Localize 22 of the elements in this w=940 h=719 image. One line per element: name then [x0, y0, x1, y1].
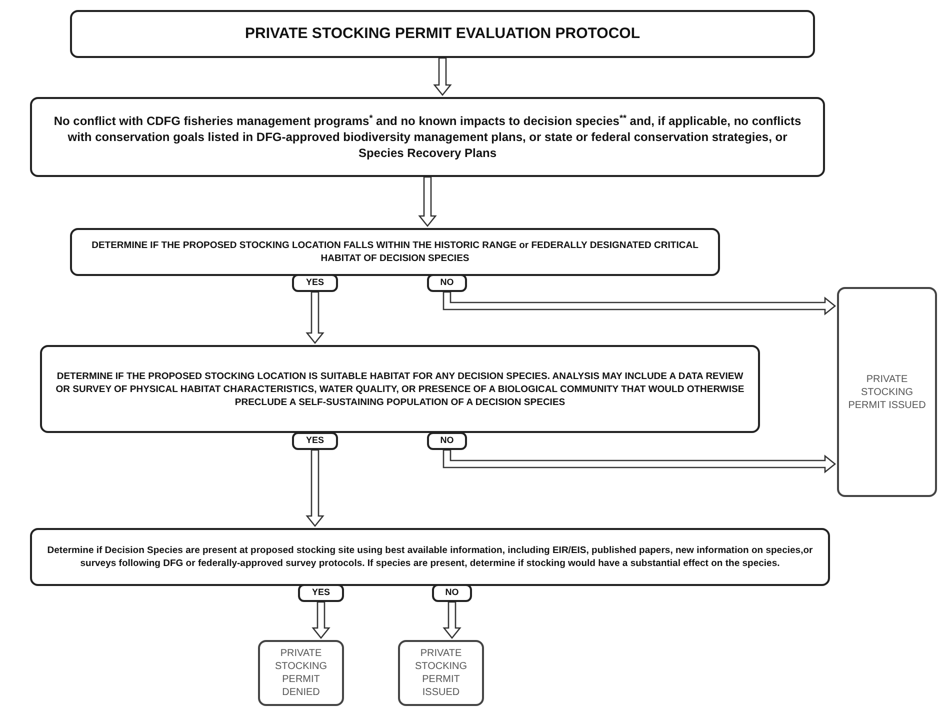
outcome-box: PRIVATE STOCKING PERMIT DENIED: [258, 640, 344, 706]
title-box: PRIVATE STOCKING PERMIT EVALUATION PROTOCOL: [70, 10, 815, 58]
answer-tag: YES: [292, 432, 338, 450]
hollow-arrow: [418, 176, 437, 228]
answer-tag: YES: [298, 584, 344, 602]
process-box: No conflict with CDFG fisheries management programs$^{*}$ and no known impacts to decision species$^{**}$ and, if applicable, no conflicts with conservation goals listed in DFG-approved biodiversity management plans, or state or federal conservation strategies, or Species Recovery Plans: [30, 97, 825, 177]
hollow-arrow: [442, 291, 836, 316]
hollow-arrow: [433, 57, 452, 96]
hollow-arrow: [306, 291, 324, 344]
answer-tag: YES: [292, 274, 338, 292]
answer-tag: NO: [432, 584, 472, 602]
answer-tag: NO: [427, 274, 467, 292]
hollow-arrow: [442, 601, 462, 640]
hollow-arrow: [306, 449, 324, 528]
outcome-box: PRIVATE STOCKING PERMIT ISSUED: [837, 287, 937, 497]
outcome-box: PRIVATE STOCKING PERMIT ISSUED: [398, 640, 484, 706]
process-box: Determine if Decision Species are present at proposed stocking site using best available information, including EIR/EIS, published papers, new information on species,or surveys following DFG or federally-approved survey protocols. If species are present, determine if stocking would have a substantial effect on the species.: [30, 528, 830, 586]
hollow-arrow: [312, 601, 330, 640]
answer-tag: NO: [427, 432, 467, 450]
process-box: DETERMINE IF THE PROPOSED STOCKING LOCATION FALLS WITHIN THE HISTORIC RANGE or FEDERALLY DESIGNATED CRITICAL HABITAT OF DECISION SPECIES: [70, 228, 720, 276]
hollow-arrow: [442, 449, 836, 474]
process-box: DETERMINE IF THE PROPOSED STOCKING LOCATION IS SUITABLE HABITAT FOR ANY DECISION SPECIES. ANALYSIS MAY INCLUDE A DATA REVIEW OR SURVEY OF PHYSICAL HABITAT CHARACTERISTICS, WATER QUALITY, OR PRESENCE OF A BIOLOGICAL COMMUNITY THAT WOULD OTHERWISE PRECLUDE A SELF-SUSTAINING POPULATION OF A DECISION SPECIES: [40, 345, 760, 433]
